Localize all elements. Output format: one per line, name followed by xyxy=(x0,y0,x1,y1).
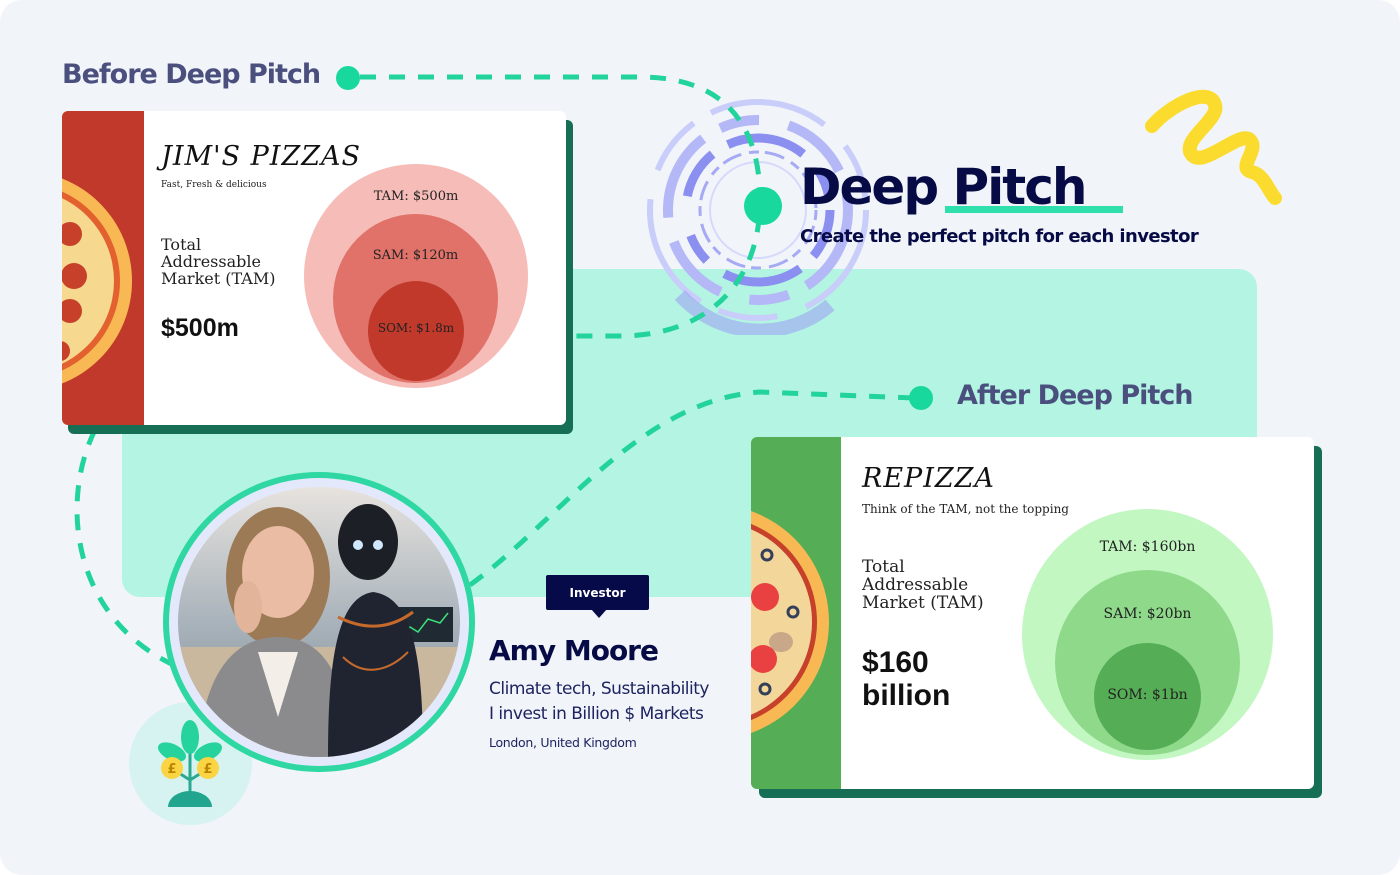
before-tagline: Fast, Fresh & delicious xyxy=(161,180,267,190)
brand-underline xyxy=(945,206,1123,213)
tam-label-line: Total xyxy=(862,557,905,577)
before-slide-band xyxy=(62,111,144,425)
svg-text:£: £ xyxy=(203,762,212,777)
yellow-squiggle-decoration xyxy=(1145,89,1282,205)
tam-label-line: Total xyxy=(161,235,202,254)
money-plant-icon: £ £ xyxy=(157,720,223,807)
tam-value-line: billion xyxy=(862,679,951,712)
investor-interests: Climate tech, Sustainability xyxy=(489,679,709,699)
after-tam-label: Total Addressable Market (TAM) xyxy=(862,557,984,613)
brand-title: Deep Pitch xyxy=(800,158,1087,216)
investor-location: London, United Kingdom xyxy=(489,735,637,750)
tam-label: TAM: $500m xyxy=(373,189,459,204)
tam-label-line: Addressable xyxy=(862,574,969,595)
tam-label-line: Addressable xyxy=(161,251,261,271)
before-slide: JIM'S PIZZAS Fast, Fresh & delicious Tot… xyxy=(62,111,566,425)
sam-label: SAM: $120m xyxy=(372,248,459,263)
before-label: Before Deep Pitch xyxy=(62,59,321,90)
after-slide-band xyxy=(751,437,841,789)
before-tam-value: $500m xyxy=(161,314,239,342)
investor-thesis: I invest in Billion $ Markets xyxy=(489,704,704,724)
tam-label: TAM: $160bn xyxy=(1099,539,1196,555)
som-label: SOM: $1bn xyxy=(1107,687,1188,703)
brand-subtitle: Create the perfect pitch for each invest… xyxy=(800,226,1199,247)
investor-badge-pointer xyxy=(591,609,607,618)
investor-avatar xyxy=(178,487,460,757)
svg-text:£: £ xyxy=(167,762,176,777)
tam-value-line: $160 xyxy=(862,646,929,679)
investor-badge: Investor xyxy=(546,575,649,610)
after-label: After Deep Pitch xyxy=(957,380,1194,411)
after-company-name: REPIZZA xyxy=(862,463,995,494)
pepperoni-pizza-icon xyxy=(62,178,132,384)
after-tam-value: $160 billion xyxy=(862,646,950,712)
tam-label-line: Market (TAM) xyxy=(161,268,276,288)
sam-label: SAM: $20bn xyxy=(1103,606,1192,622)
investor-name: Amy Moore xyxy=(489,634,659,667)
tam-label-line: Market (TAM) xyxy=(862,592,984,613)
before-tam-label: Total Addressable Market (TAM) xyxy=(161,235,276,288)
after-som-circle: SOM: $1bn xyxy=(1094,643,1201,750)
avatar-photo-illustration xyxy=(178,487,460,757)
after-tagline: Think of the TAM, not the topping xyxy=(862,502,1069,516)
before-company-name: JIM'S PIZZAS xyxy=(161,141,361,172)
veggie-pizza-icon xyxy=(751,511,829,733)
before-som-circle: SOM: $1.8m xyxy=(368,281,464,381)
som-label: SOM: $1.8m xyxy=(377,321,455,335)
after-slide: REPIZZA Think of the TAM, not the toppin… xyxy=(751,437,1314,789)
